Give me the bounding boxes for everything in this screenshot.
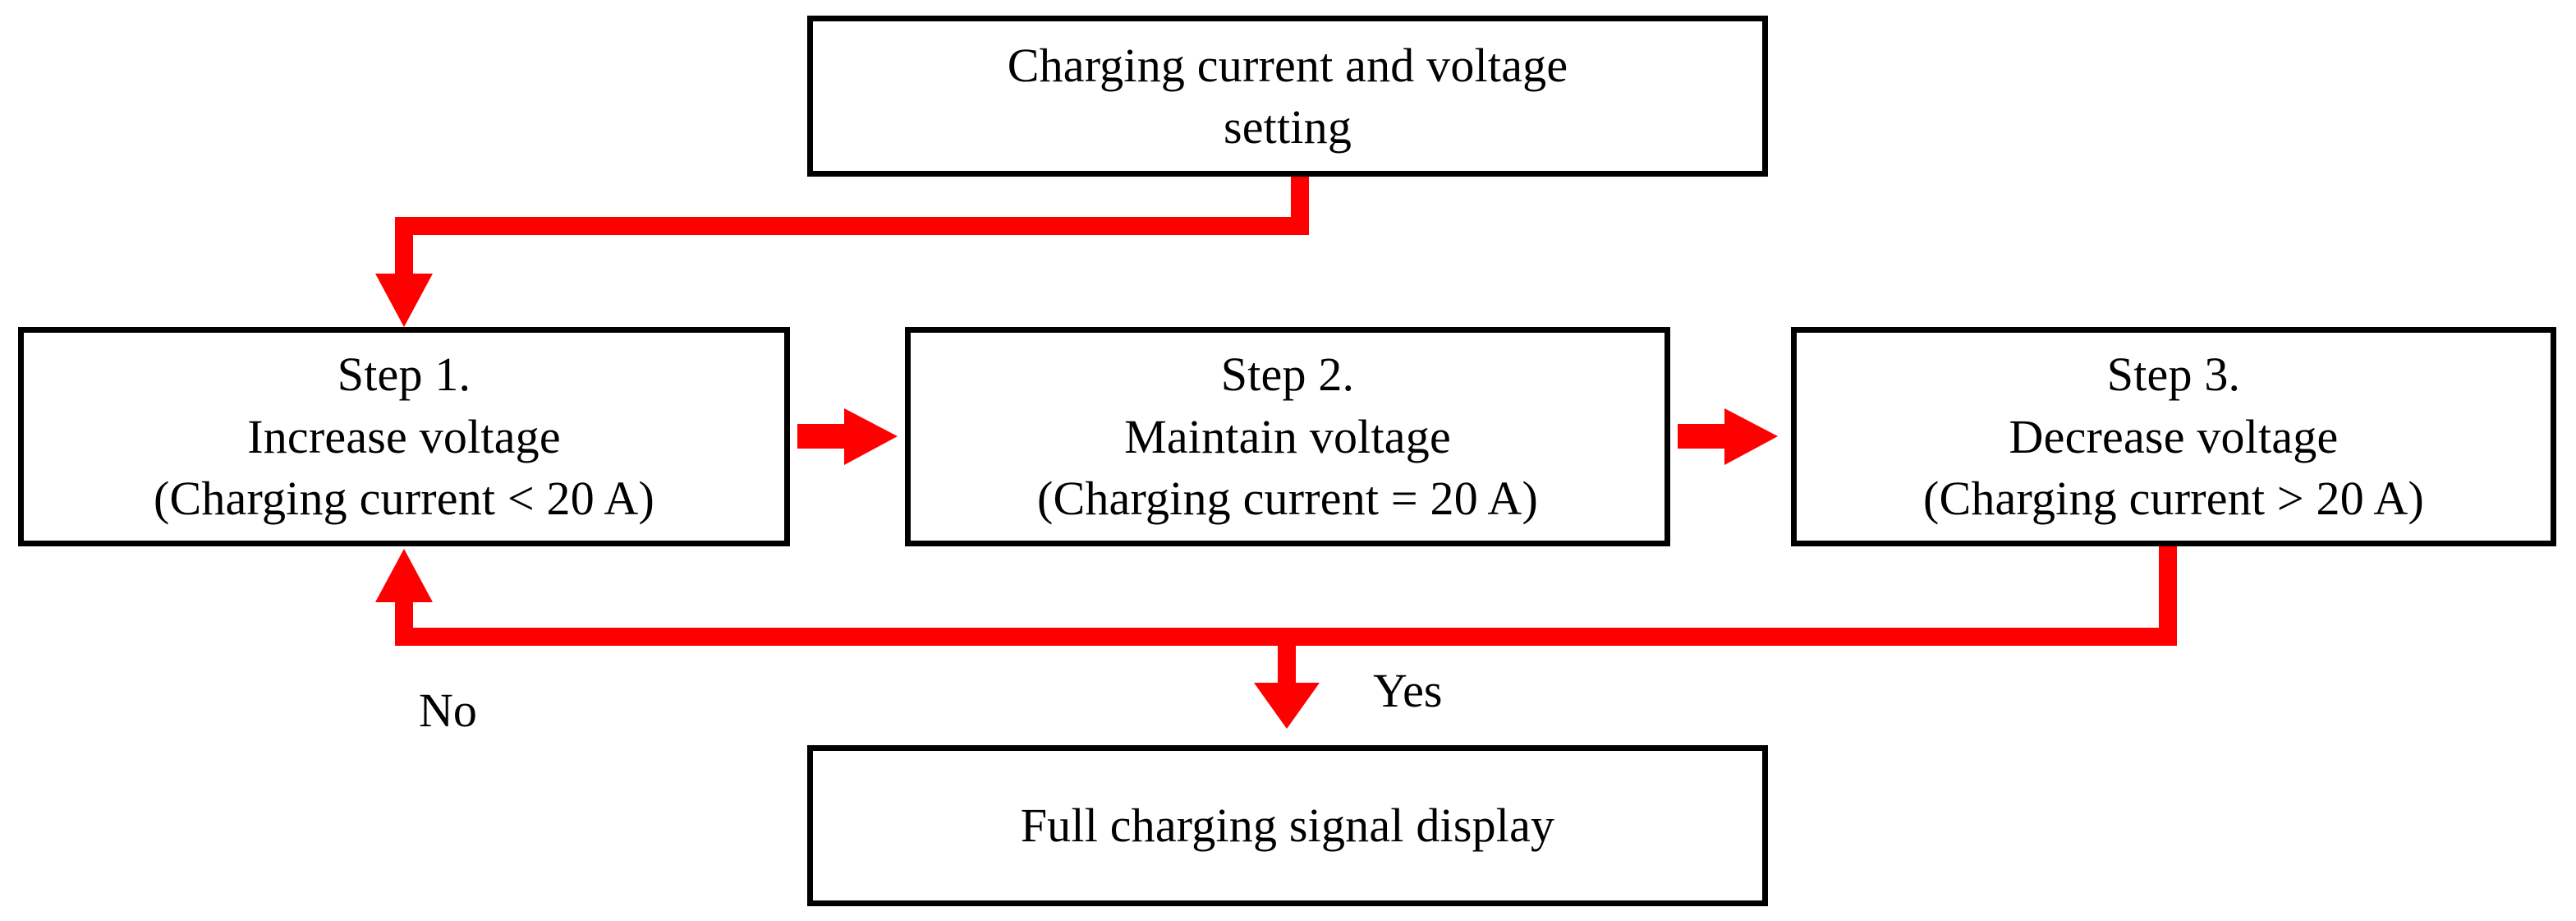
node-step1-line-3: (Charging current < 20 A)	[153, 472, 655, 526]
node-setting-line-1: Charging current and voltage	[1007, 38, 1568, 92]
edge-step2-to-step3	[1678, 408, 1778, 465]
edge-step1-to-step2	[797, 408, 898, 465]
node-full-line-1: Full charging signal display	[1020, 799, 1555, 853]
edge-step3-feedback-and-yes	[375, 546, 2177, 729]
node-setting-text: Charging current and voltage setting	[813, 35, 1762, 159]
node-step-1-increase-voltage[interactable]: Step 1. Increase voltage (Charging curre…	[18, 327, 790, 546]
edge-label-no: No	[419, 684, 477, 737]
node-step-2-maintain-voltage[interactable]: Step 2. Maintain voltage (Charging curre…	[905, 327, 1670, 546]
node-step1-line-1: Step 1.	[337, 348, 471, 402]
node-step1-text: Step 1. Increase voltage (Charging curre…	[24, 343, 784, 529]
edge-label-yes: Yes	[1373, 664, 1443, 717]
node-step3-text: Step 3. Decrease voltage (Charging curre…	[1797, 343, 2551, 529]
node-step-3-decrease-voltage[interactable]: Step 3. Decrease voltage (Charging curre…	[1791, 327, 2556, 546]
node-charging-current-and-voltage-setting[interactable]: Charging current and voltage setting	[807, 16, 1768, 177]
node-step3-line-3: (Charging current > 20 A)	[1922, 472, 2425, 526]
node-step3-line-2: Decrease voltage	[2009, 409, 2339, 463]
node-step2-line-3: (Charging current = 20 A)	[1036, 472, 1539, 526]
node-step1-line-2: Increase voltage	[247, 409, 561, 463]
node-full-text: Full charging signal display	[813, 794, 1762, 856]
node-full-charging-signal-display[interactable]: Full charging signal display	[807, 745, 1768, 906]
node-step3-line-1: Step 3.	[2106, 348, 2241, 402]
node-step2-line-2: Maintain voltage	[1124, 409, 1451, 463]
node-setting-line-2: setting	[1223, 100, 1352, 154]
node-step2-text: Step 2. Maintain voltage (Charging curre…	[911, 343, 1665, 529]
edge-setting-to-step1	[375, 177, 1309, 327]
node-step2-line-1: Step 2.	[1220, 348, 1355, 402]
